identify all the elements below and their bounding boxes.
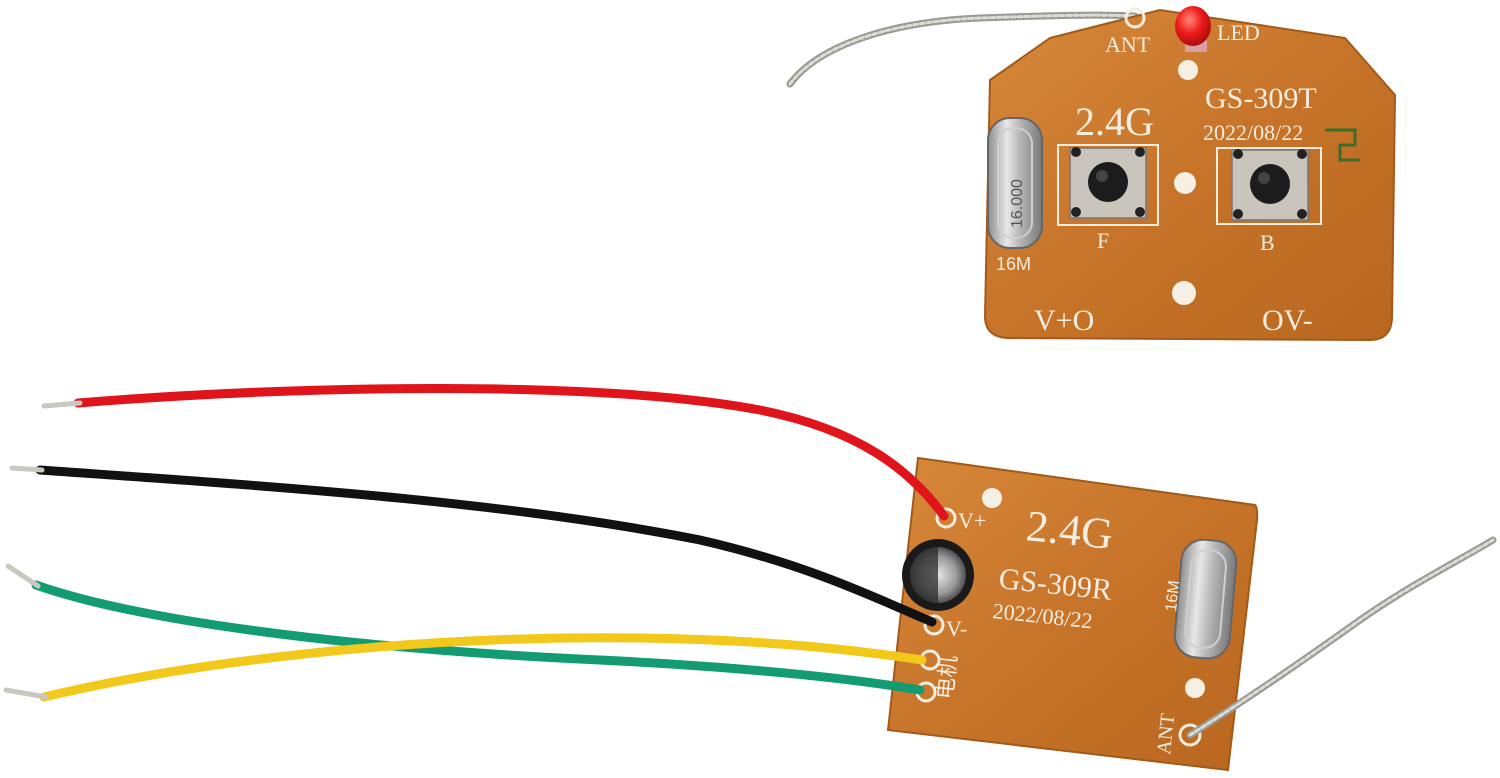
mount-hole [1185,678,1205,698]
antenna-label: ANT [1105,32,1151,57]
button-forward[interactable] [1057,144,1159,226]
receiver-positive-label: V+ [958,508,986,533]
led-icon [1175,6,1211,46]
crystal-oscillator: 16.000 [987,117,1043,249]
receiver-negative-label: V- [946,616,967,641]
svg-text:16.000: 16.000 [1009,179,1026,228]
red-wire [73,383,949,521]
mount-hole [982,488,1002,508]
crystal-label: 16M [996,254,1031,274]
button-backward[interactable] [1216,147,1322,225]
yellow-wire [39,633,927,702]
button-b-label: B [1260,230,1275,255]
receiver-crystal [1173,538,1238,660]
led-label: LED [1217,20,1260,45]
receiver-crystal-label: 16M [1163,580,1183,613]
motor-label: 电机 [932,654,961,700]
mount-hole [1172,281,1196,305]
positive-terminal-label: V+O [1034,304,1094,337]
mount-hole [1178,60,1198,80]
receiver-antenna-label: ANT [1153,712,1179,755]
wires [3,383,949,702]
model-label: GS-309T [1205,82,1317,115]
negative-terminal-label: OV- [1262,304,1313,337]
electrolytic-capacitor [902,539,974,611]
transmitter-board: ANT LED 2.4G GS-309T 2022/08/22 16.000 1… [786,6,1397,342]
button-f-label: F [1097,228,1109,253]
frequency-label: 2.4G [1075,99,1154,144]
black-wire [35,465,937,627]
green-wire [31,580,925,695]
mount-hole [1174,172,1196,194]
receiver-board: 2.4G GS-309R 2022/08/22 V+ V- 电机 16M ANT [886,456,1497,772]
date-label: 2022/08/22 [1203,120,1303,145]
receiver-pcb [886,456,1259,772]
receiver-frequency-label: 2.4G [1024,501,1115,559]
